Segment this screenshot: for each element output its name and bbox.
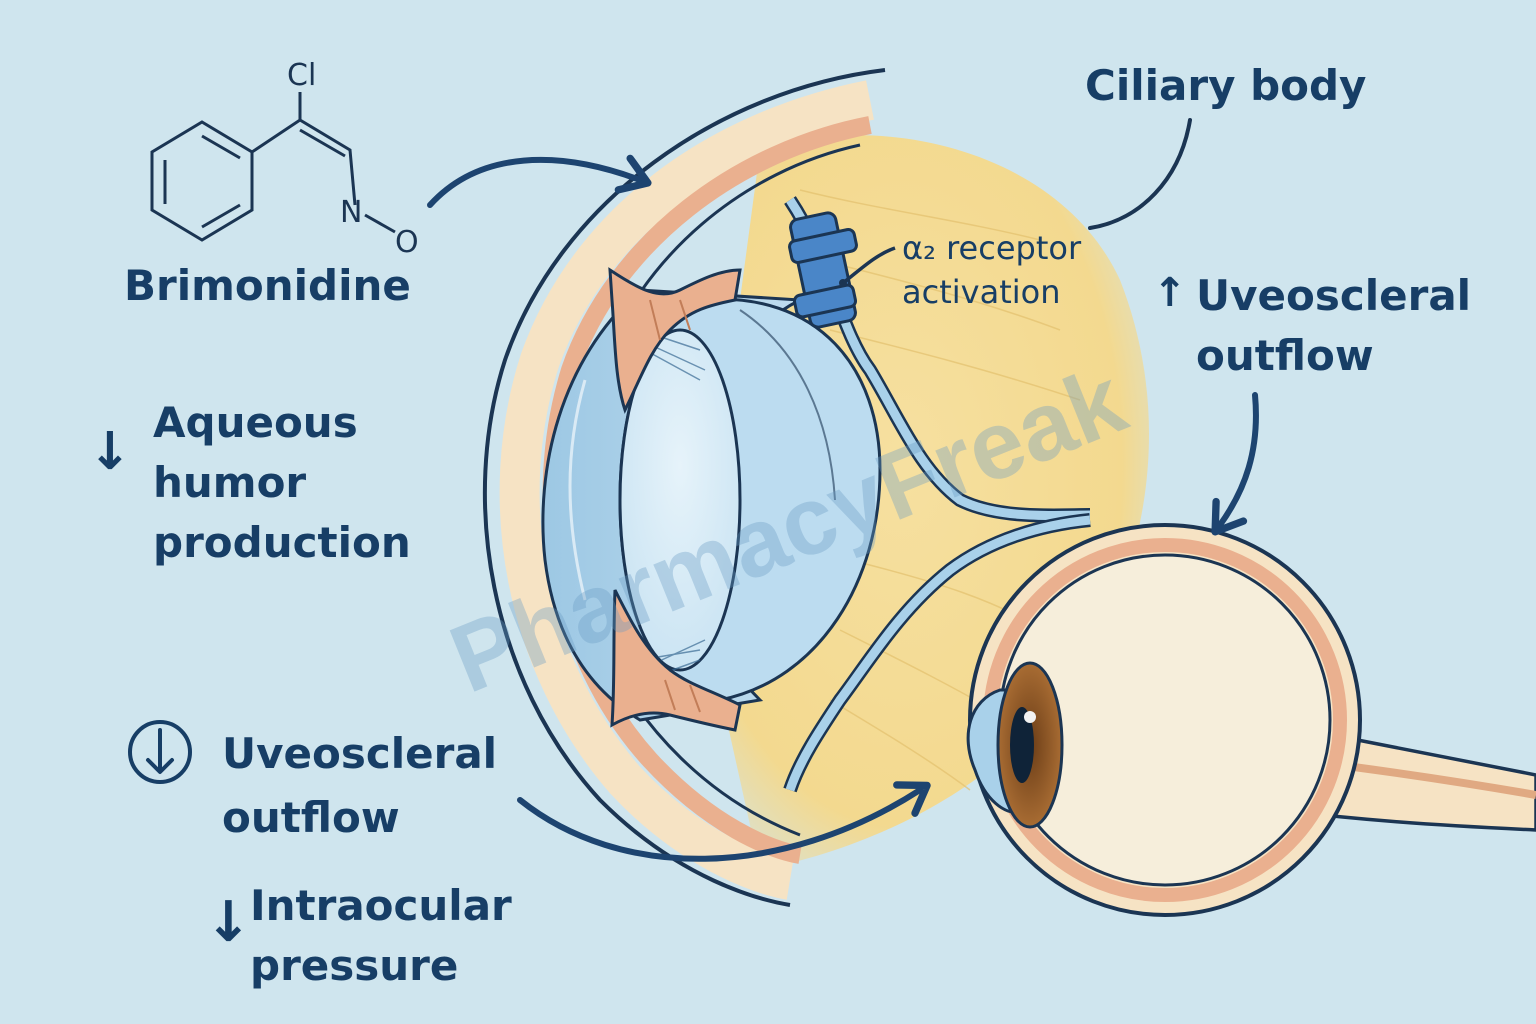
- alpha2-receptor-icon: [788, 211, 858, 329]
- arrow-to-eye: [517, 781, 931, 862]
- iris-processes: [608, 267, 742, 732]
- arrow-to-ciliary: [427, 154, 652, 208]
- receptor-activation-label: α₂ receptor activation: [902, 229, 1082, 311]
- atom-cl: Cl: [287, 58, 317, 93]
- brimonidine-structure: [150, 92, 396, 242]
- crystalline-lens: [618, 297, 882, 702]
- arrow-down-right: [1211, 392, 1259, 536]
- circle-down-arrow-icon: [128, 720, 192, 784]
- uveoscleral-left-label: Uveoscleral outflow: [222, 729, 498, 842]
- increase-arrow-uveo: ↑: [1153, 270, 1187, 316]
- decrease-arrow-iop: ↓: [205, 890, 252, 955]
- molecule-name: Brimonidine: [124, 261, 411, 310]
- uveoscleral-right-label: Uveoscleral outflow: [1196, 271, 1472, 380]
- atom-o: O: [395, 225, 419, 260]
- aqueous-humor-label: Aqueous humor production: [153, 398, 411, 567]
- atom-n: N: [340, 195, 363, 230]
- whole-eye-icon: [966, 523, 1536, 917]
- decrease-arrow-aqueous: ↓: [88, 422, 132, 482]
- intraocular-pressure-label: Intraocular pressure: [250, 881, 512, 990]
- ciliary-pointer: [1088, 118, 1192, 230]
- receptor-pointer: [841, 246, 896, 285]
- ciliary-body-label: Ciliary body: [1085, 61, 1367, 110]
